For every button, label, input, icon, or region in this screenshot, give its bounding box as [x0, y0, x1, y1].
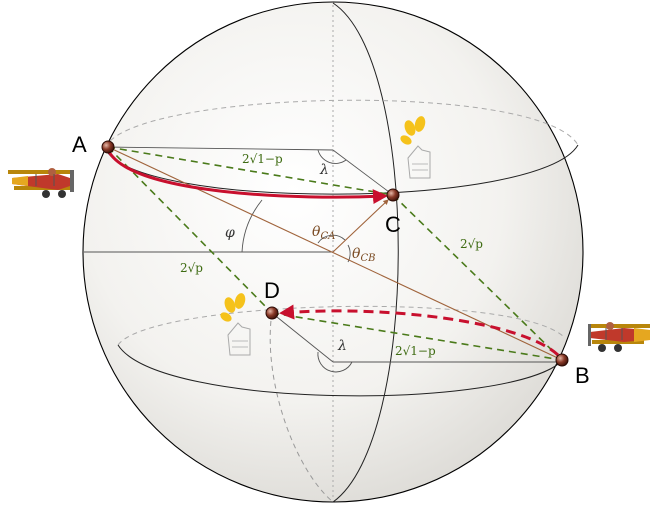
- lower-latitude-front: [117, 344, 564, 397]
- label-distance-cb: 2√p: [460, 237, 483, 251]
- label-distance-ac: 2√1−p: [242, 152, 283, 166]
- lambda-top-arc: [317, 149, 347, 164]
- thumbs-up-hand-icon: [400, 116, 431, 179]
- arrow-b-to-d: [279, 304, 560, 357]
- label-b: B: [575, 363, 590, 388]
- upper-latitude-back: [104, 99, 579, 149]
- point-a: [101, 140, 115, 154]
- label-lambda-top: λ: [319, 162, 329, 178]
- meridian-front: [332, 2, 399, 503]
- chord-d-b: [271, 312, 563, 361]
- label-phi: φ: [225, 225, 235, 241]
- label-theta-ca: θCA: [312, 224, 335, 242]
- thumbs-up-hand-icon: [220, 293, 251, 356]
- top-plane-radius: [332, 149, 394, 196]
- line-center-c: [332, 199, 389, 253]
- top-plane-line: [104, 146, 334, 151]
- biplane-icon: [588, 322, 650, 352]
- chord-c-b: [392, 194, 563, 361]
- phi-arc: [241, 199, 263, 253]
- point-d: [265, 306, 279, 320]
- label-d: D: [264, 278, 280, 303]
- label-distance-db: 2√1−p: [395, 344, 436, 358]
- meridian-back: [269, 311, 334, 503]
- biplane-icon: [8, 168, 74, 198]
- label-a: A: [72, 132, 87, 157]
- chord-a-c: [107, 146, 394, 196]
- point-c: [386, 188, 400, 202]
- theta-cb-arc: [347, 244, 351, 263]
- label-theta-cb: θCB: [352, 246, 375, 264]
- lambda-bottom-arc: [317, 351, 353, 373]
- label-c: C: [385, 212, 401, 237]
- chord-a-d: [107, 146, 273, 314]
- theta-ca-arc: [317, 234, 346, 244]
- arrow-a-to-c: [106, 149, 388, 205]
- bottom-plane-radius: [271, 312, 334, 363]
- point-b: [555, 353, 569, 367]
- label-lambda-bottom: λ: [337, 338, 347, 354]
- upper-latitude-front: [104, 144, 579, 195]
- line-a-b: [107, 146, 563, 361]
- lower-latitude-back: [117, 305, 566, 346]
- label-distance-ad: 2√p: [180, 261, 203, 275]
